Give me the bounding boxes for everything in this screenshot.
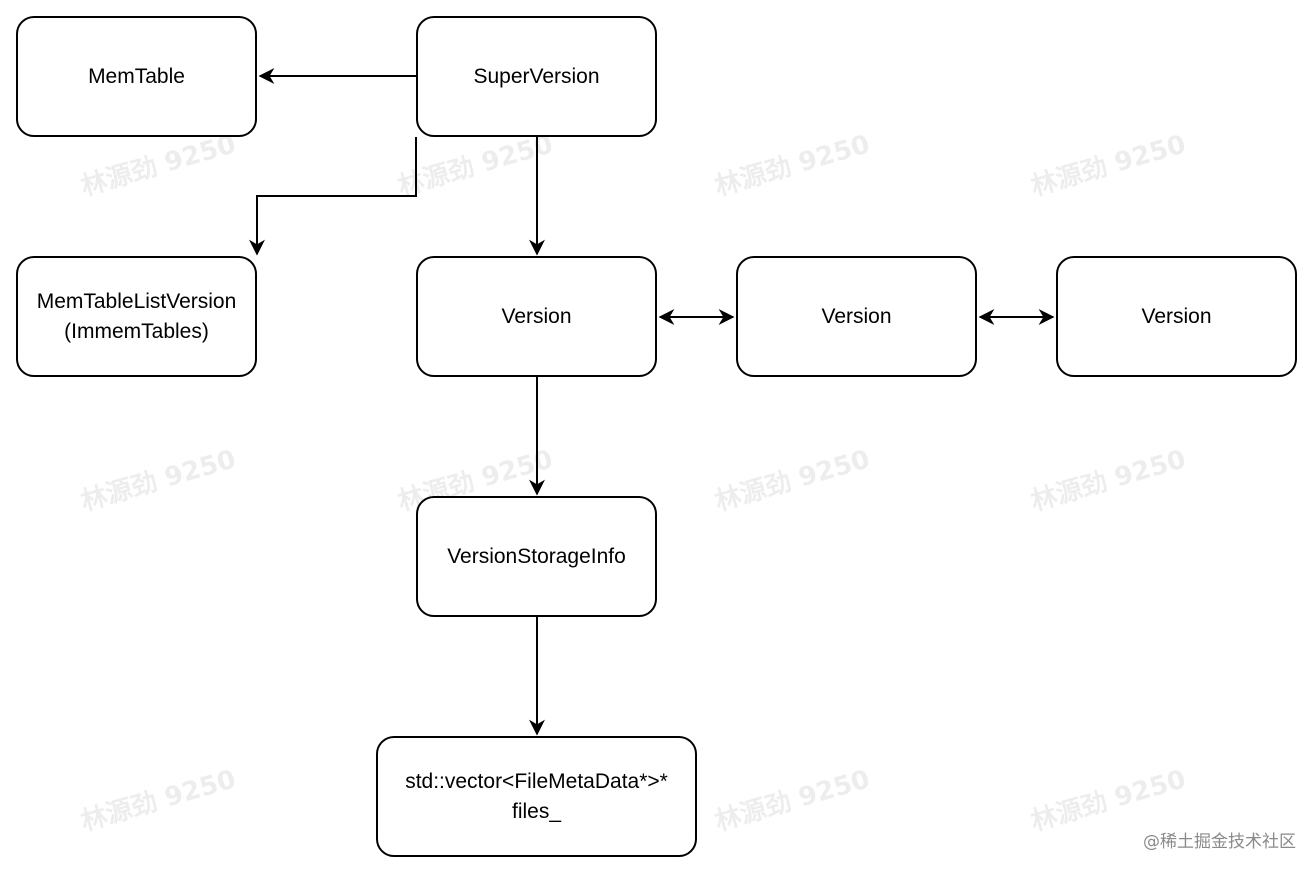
version-node-main: Version xyxy=(416,256,657,377)
files-node: std::vector<FileMetaData*>* files_ xyxy=(376,736,697,857)
versionstorageinfo-label: VersionStorageInfo xyxy=(447,544,626,568)
credit-text: @稀土掘金技术社区 xyxy=(1143,832,1296,852)
files-type-label: std::vector<FileMetaData*>* xyxy=(405,769,668,793)
memtablelistversion-node: MemTableListVersion (ImmemTables) xyxy=(16,256,257,377)
immemtables-label: (ImmemTables) xyxy=(64,319,209,343)
version-mid-label: Version xyxy=(821,304,892,328)
files-name-label: files_ xyxy=(511,799,562,823)
version-node-right: Version xyxy=(1056,256,1297,377)
memtable-node: MemTable xyxy=(16,16,257,137)
versionstorageinfo-node: VersionStorageInfo xyxy=(416,496,657,617)
version-main-label: Version xyxy=(501,304,572,328)
memtable-label: MemTable xyxy=(88,64,185,88)
memtablelistversion-label: MemTableListVersion xyxy=(36,289,237,313)
version-right-label: Version xyxy=(1141,304,1212,328)
arrow-superversion-to-memtablelistversion xyxy=(249,137,417,256)
superversion-node: SuperVersion xyxy=(416,16,657,137)
superversion-label: SuperVersion xyxy=(473,64,600,88)
version-node-mid: Version xyxy=(736,256,977,377)
